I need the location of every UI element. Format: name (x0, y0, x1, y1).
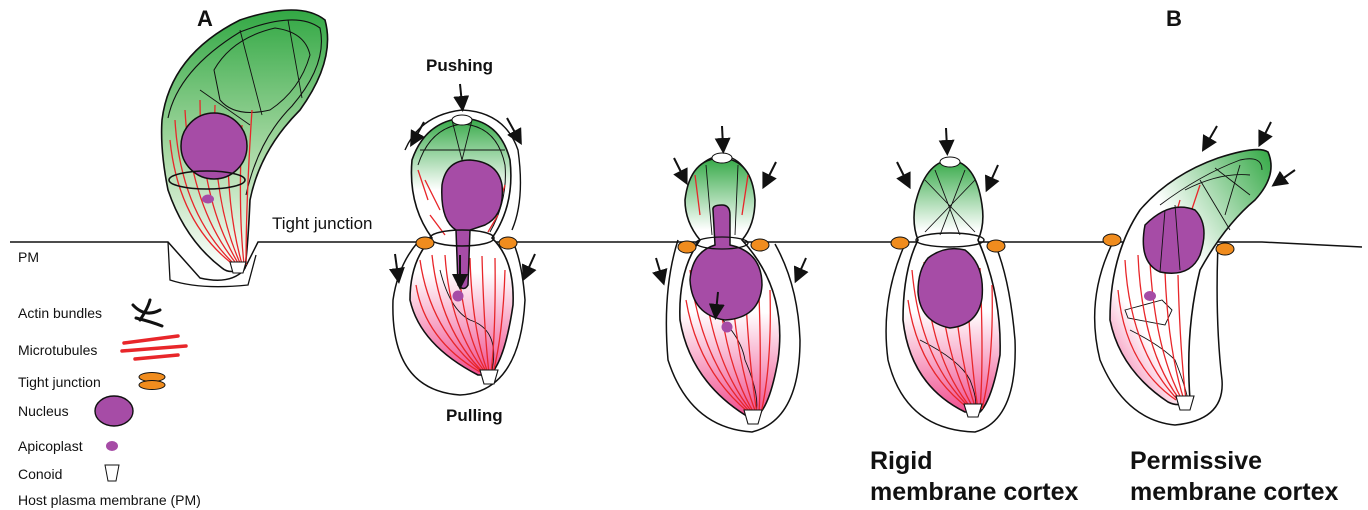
microtubules-icon (122, 336, 186, 359)
parasite-cell-4 (886, 157, 1015, 432)
panel-label-a: A (197, 6, 213, 32)
parasite-cell-5 (1095, 150, 1271, 425)
pushing-label: Pushing (426, 56, 493, 76)
tight-junction-right-4 (987, 240, 1005, 252)
tight-junction-left-2 (416, 237, 434, 249)
cell-body-5 (1110, 150, 1271, 405)
parasite-cell-1 (162, 10, 328, 287)
nucleus-4 (918, 249, 982, 328)
tight-junction-left-5 (1103, 234, 1121, 246)
tight-junction-right-5 (1216, 243, 1234, 255)
rigid-caption-line1: Rigid (870, 446, 1078, 477)
nucleus-1 (181, 113, 247, 179)
actin-bundles-icon (133, 300, 162, 326)
conoid-1 (230, 262, 246, 273)
apicoplast-5 (1144, 291, 1156, 301)
permissive-caption-line1: Permissive (1130, 446, 1338, 477)
pulling-label: Pulling (446, 406, 503, 426)
legend-apicoplast: Apicoplast (18, 438, 83, 454)
apicoplast-2 (453, 291, 464, 302)
legend-microtubules: Microtubules (18, 342, 97, 358)
rigid-caption: Rigid membrane cortex (870, 446, 1078, 508)
conoid-4 (964, 404, 982, 417)
tight-junction-left-4 (891, 237, 909, 249)
permissive-caption-line2: membrane cortex (1130, 477, 1338, 508)
parasite-cell-3 (666, 153, 800, 432)
tight-junction-left-3 (678, 241, 696, 253)
apicoplast-icon (106, 441, 118, 451)
conoid-5 (1176, 396, 1194, 410)
tight-junction-right-2 (499, 237, 517, 249)
tight-junction-icon (139, 373, 165, 390)
tight-junction-annotation: Tight junction (272, 214, 372, 234)
permissive-caption: Permissive membrane cortex (1130, 446, 1338, 508)
tight-junction-right-3 (751, 239, 769, 251)
nucleus-icon (95, 396, 133, 426)
legend-conoid: Conoid (18, 466, 62, 482)
panel-label-b: B (1166, 6, 1182, 32)
legend-nucleus: Nucleus (18, 403, 69, 419)
conoid-icon (105, 465, 119, 481)
apicoplast-1 (202, 195, 214, 204)
rigid-caption-line2: membrane cortex (870, 477, 1078, 508)
legend-actin-bundles: Actin bundles (18, 305, 102, 321)
apicoplast-3 (722, 322, 733, 333)
conoid-3 (744, 410, 762, 424)
pm-label: PM (18, 249, 39, 265)
legend-tight-junction: Tight junction (18, 374, 101, 390)
parasite-cell-2 (393, 110, 525, 395)
legend-host-plasma-membrane: Host plasma membrane (PM) (18, 492, 201, 508)
